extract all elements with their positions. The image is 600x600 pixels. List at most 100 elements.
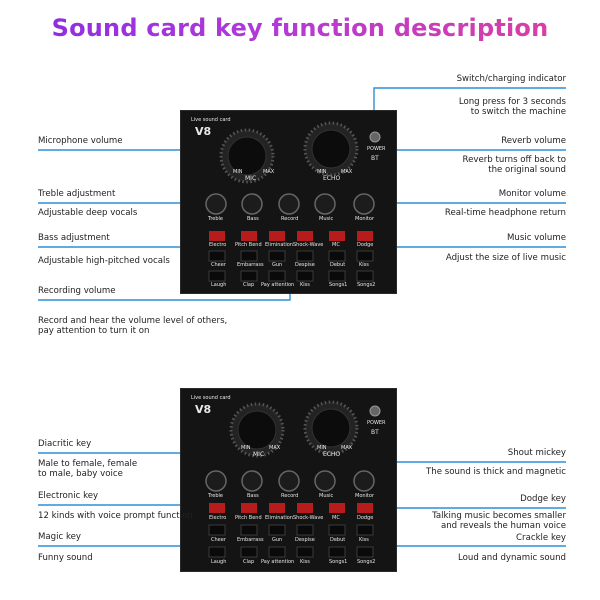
label-12-kinds: 12 kinds with voice prompt function [38, 511, 193, 521]
label-reverb-volume: Reverb volume [501, 136, 566, 146]
label-male-female-1: Male to female, female [38, 459, 138, 469]
bt-label: BT [371, 155, 379, 162]
btn-label: Dodge [357, 242, 374, 248]
label-crackle-key: Crackle key [516, 533, 566, 543]
btn-label: Clap [243, 282, 255, 288]
min-label: MIN [241, 445, 251, 451]
btn-label: Kiss [359, 262, 369, 268]
btn-label: Despise [295, 537, 315, 543]
btn-label: Kiss [300, 282, 310, 288]
btn-label: Songs2 [357, 559, 376, 565]
label-talking-music-1: Talking music becomes smaller [432, 511, 566, 521]
knob-label-monitor: Monitor [355, 493, 375, 499]
knob-label-monitor: Monitor [355, 216, 375, 222]
btn-label: Kiss [300, 559, 310, 565]
label-recording-volume: Recording volume [38, 286, 116, 296]
label-long-press-2: to switch the machine [470, 107, 566, 117]
device-brand: Live sound card [191, 395, 231, 401]
min-label: MIN [233, 169, 243, 175]
btn-label: Pay attention [261, 559, 295, 565]
echo-label: ECHO [323, 451, 341, 458]
knob-label-music: Music [319, 493, 334, 499]
device-graphic [205, 121, 381, 282]
btn-label: Dodge [357, 515, 374, 521]
label-reverb-off-2: the original sound [488, 165, 566, 175]
btn-label: Elimination [265, 242, 294, 248]
bt-label: BT [371, 429, 379, 436]
label-microphone-volume: Microphone volume [38, 136, 123, 146]
label-record-desc-1: Record and hear the volume level of othe… [38, 316, 228, 326]
knob-label-music: Music [319, 216, 334, 222]
label-realtime-return: Real-time headphone return [444, 208, 566, 218]
label-live-music: Adjust the size of live music [445, 253, 566, 263]
page-title: Sound card key function description [0, 14, 600, 42]
mic-label: MIC [253, 451, 265, 458]
label-shout-mickey: Shout mickey [507, 448, 566, 458]
knob-label-treble: Treble [208, 493, 223, 499]
label-monitor-volume: Monitor volume [498, 189, 566, 199]
label-thick-magnetic: The sound is thick and magnetic [426, 467, 566, 477]
btn-label: Embarrass [237, 537, 264, 543]
label-adjustable-high-pitched-vocals: Adjustable high-pitched vocals [38, 256, 170, 266]
label-talking-music-2: and reveals the human voice [440, 521, 566, 531]
sound-card-device-bottom: Live sound card V8 POWER BT MIN MAX MIC … [180, 388, 397, 572]
label-electronic-key: Electronic key [38, 491, 99, 501]
min-label-2: MIN [317, 169, 327, 175]
echo-label: ECHO [323, 175, 341, 182]
btn-label: Cheer [211, 537, 226, 543]
mic-label: MIC [245, 175, 257, 182]
max-label-2: MAX [341, 445, 353, 451]
label-record-desc-2: pay attention to turn it on [38, 326, 150, 336]
btn-label: Debut [330, 262, 346, 268]
max-label: MAX [269, 445, 281, 451]
btn-label: Elimination [265, 515, 294, 521]
device-model: V8 [195, 403, 212, 416]
btn-label: Electro [209, 242, 227, 248]
label-diacritic-key: Diacritic key [38, 439, 92, 449]
power-label: POWER [367, 420, 386, 426]
btn-label: Cheer [211, 262, 226, 268]
label-dodge-key: Dodge key [520, 494, 566, 504]
btn-label: Songs1 [329, 282, 348, 288]
label-funny-sound: Funny sound [38, 553, 93, 563]
btn-label: Pay attention [261, 282, 295, 288]
label-treble-adjustment: Treble adjustment [38, 189, 116, 199]
label-switch-indicator: Switch/charging indicator [456, 74, 566, 84]
knob-label-treble: Treble [208, 216, 223, 222]
btn-label: Gun [272, 262, 283, 268]
btn-label: Laugh [211, 559, 227, 565]
btn-label: Despise [295, 262, 315, 268]
device-model: V8 [195, 125, 212, 138]
label-bass-adjustment: Bass adjustment [38, 233, 110, 243]
btn-label: Electro [209, 515, 227, 521]
btn-label: Songs2 [357, 282, 376, 288]
knob-label-bass: Bass [247, 216, 259, 222]
knob-label-bass: Bass [247, 493, 259, 499]
btn-label: Gun [272, 537, 283, 543]
btn-label: Pitch Bend [235, 242, 262, 248]
power-label: POWER [367, 146, 386, 152]
btn-label: Kiss [359, 537, 369, 543]
sound-card-device-top: Live sound card V8 POWER BT MIN MAX MIC … [180, 110, 397, 294]
device-brand: Live sound card [191, 117, 231, 123]
max-label-2: MAX [341, 169, 353, 175]
min-label-2: MIN [317, 445, 327, 451]
btn-label: Debut [330, 537, 346, 543]
btn-label: MC [332, 515, 340, 521]
btn-label: Shock-Wave [293, 515, 324, 521]
knob-label-record: Record [281, 493, 299, 499]
label-male-female-2: to male, baby voice [38, 469, 123, 479]
label-long-press-1: Long press for 3 seconds [458, 97, 566, 107]
label-magic-key: Magic key [38, 532, 82, 542]
max-label: MAX [263, 169, 275, 175]
label-music-volume: Music volume [506, 233, 566, 243]
device-graphic [205, 400, 381, 558]
btn-label: Clap [243, 559, 255, 565]
label-loud-dynamic: Loud and dynamic sound [458, 553, 566, 563]
btn-label: Laugh [211, 282, 227, 288]
label-reverb-off-1: Reverb turns off back to [462, 155, 566, 165]
btn-label: MC [332, 242, 340, 248]
knob-label-record: Record [281, 216, 299, 222]
label-adjustable-deep-vocals: Adjustable deep vocals [38, 208, 138, 218]
btn-label: Embarrass [237, 262, 264, 268]
